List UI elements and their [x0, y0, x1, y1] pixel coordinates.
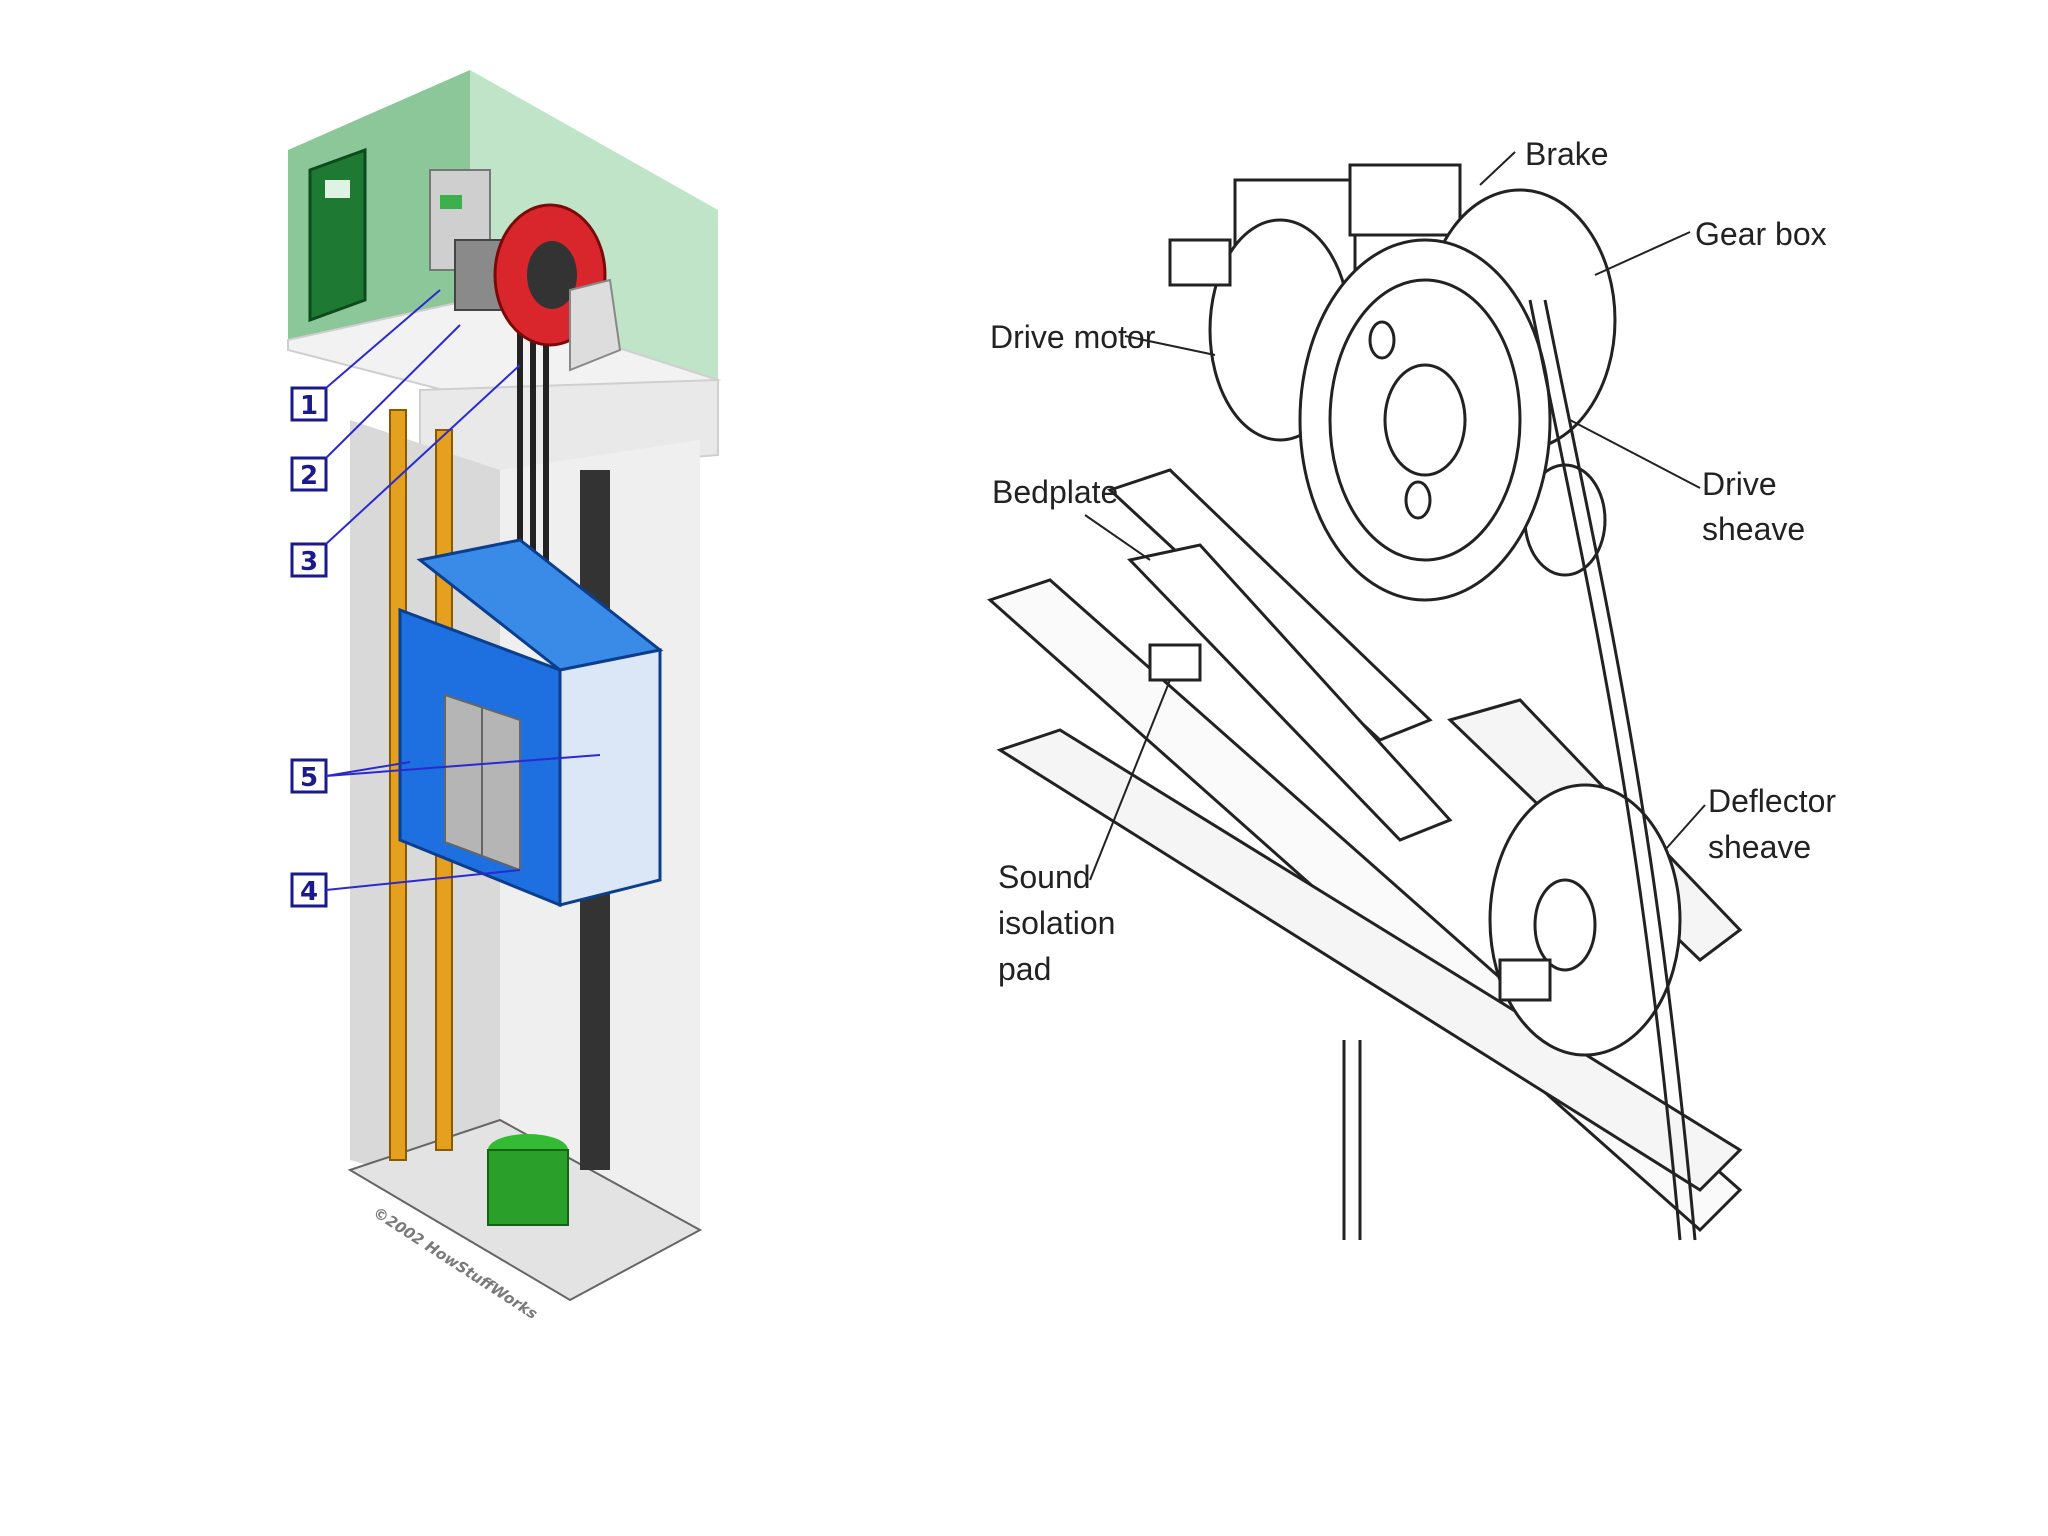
deflector-sheave: [1488, 783, 1682, 1057]
sheave-hole: [1368, 320, 1396, 360]
label-sound-isolation-pad-line1: Sound: [998, 859, 1091, 895]
drive-sheave: [1298, 238, 1552, 602]
hoist-ropes: [1543, 299, 1697, 1241]
label-drive-sheave-line1: Drive: [1702, 466, 1777, 502]
drive-sheave-inner: [1328, 278, 1522, 562]
label-deflector-sheave-line2: sheave: [1708, 829, 1811, 865]
controller-screen: [440, 195, 462, 209]
leader-drive-sheave: [1569, 419, 1701, 489]
label-sound-isolation-pad-line2: isolation: [998, 905, 1115, 941]
support-i-beam-lower: [996, 728, 1743, 1192]
callout-5-label: 5: [300, 763, 318, 793]
callout-4: 4: [290, 869, 521, 908]
deflector-shaft: [1498, 958, 1552, 1002]
sheave-support: [569, 278, 622, 372]
callout-2-label: 2: [300, 461, 318, 491]
label-bedplate: Bedplate: [992, 474, 1118, 510]
motor-shaft: [1168, 238, 1232, 287]
label-brake: Brake: [1525, 136, 1609, 172]
pit-buffer: [487, 1149, 569, 1226]
sheave-hole: [1404, 480, 1432, 520]
traction-machine-drawing: Brake Gear box Drive motor Bedplate Driv…: [987, 136, 1836, 1241]
leader-deflector-sheave: [1664, 804, 1706, 851]
deflector-sheave-hub: [1533, 878, 1597, 972]
door-window: [325, 180, 350, 198]
leader-bedplate: [1084, 514, 1151, 561]
hoist-ropes: [1528, 299, 1682, 1241]
drive-sheave-hub: [1383, 363, 1467, 477]
callout-1: 1: [290, 289, 441, 422]
label-drive-motor: Drive motor: [990, 319, 1156, 355]
label-gear-box: Gear box: [1695, 216, 1827, 252]
leader-sound-pad: [1089, 679, 1171, 881]
bedplate-front: [1127, 543, 1453, 842]
callout-4-label: 4: [300, 877, 318, 907]
brake-block: [1348, 163, 1462, 237]
label-deflector-sheave-line1: Deflector: [1708, 783, 1836, 819]
label-sound-isolation-pad-line3: pad: [998, 951, 1051, 987]
callout-5: 5: [290, 754, 601, 794]
drive-sheave-hub: [527, 241, 577, 309]
leader-drive-motor: [1124, 335, 1216, 356]
label-drive-sheave-line2: sheave: [1702, 511, 1805, 547]
callout-3: 3: [290, 364, 521, 578]
leader-brake: [1479, 151, 1516, 186]
sound-isolation-pad: [1148, 643, 1202, 682]
leader-gearbox: [1594, 231, 1691, 276]
callout-3-label: 3: [300, 547, 318, 577]
callout-1-label: 1: [300, 391, 318, 421]
callout-2: 2: [290, 324, 461, 492]
elevator-shaft-illustration: 1 2 3 5 4 ©2002 HowStuffWorks: [287, 70, 722, 1323]
elevator-car-side: [558, 648, 662, 907]
machine-room-door: [308, 147, 367, 323]
